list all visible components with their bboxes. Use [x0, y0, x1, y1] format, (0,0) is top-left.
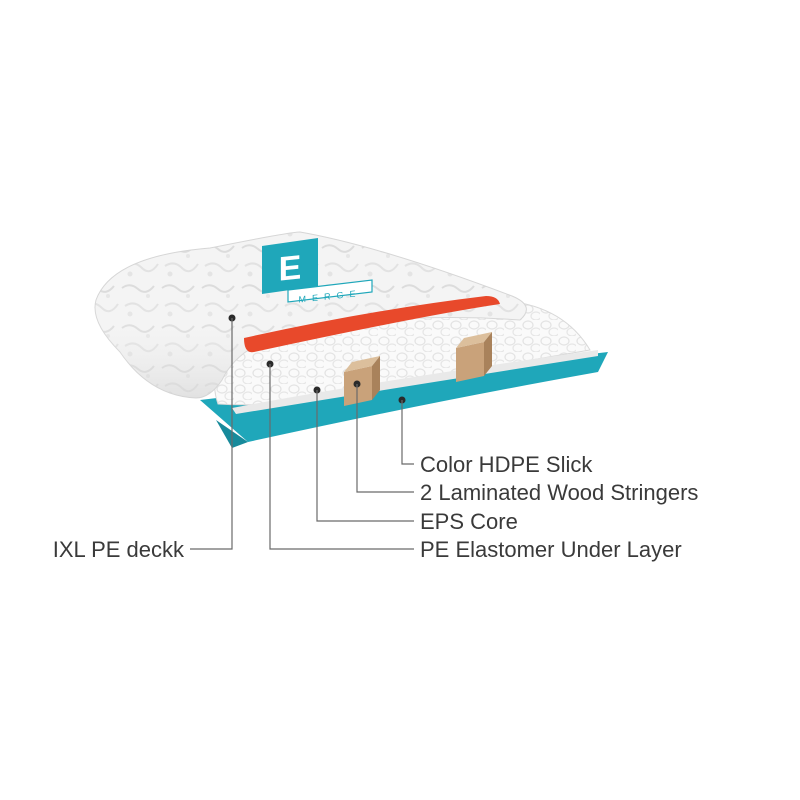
- under-layer-callout-label: PE Elastomer Under Layer: [420, 537, 682, 562]
- rail-stripe: [244, 296, 500, 353]
- deck-callout-label: IXL PE deckk: [53, 537, 185, 562]
- slick-callout-label: Color HDPE Slick: [420, 452, 593, 477]
- brand-logo-glyph: E: [279, 248, 302, 288]
- wood-stringer-right: [456, 332, 492, 382]
- stringers-leader-line: [356, 384, 414, 493]
- core-leader-line: [316, 390, 414, 522]
- ixl-pe-deck-layer: [94, 231, 527, 399]
- core-callout-label: EPS Core: [420, 509, 518, 534]
- slick-leader-line: [401, 400, 414, 465]
- brand-logo: E MERGE: [262, 238, 373, 305]
- deck-leader-line: [190, 318, 233, 550]
- stringers-callout-label: 2 Laminated Wood Stringers: [420, 480, 698, 505]
- under-layer-leader-line: [269, 364, 414, 550]
